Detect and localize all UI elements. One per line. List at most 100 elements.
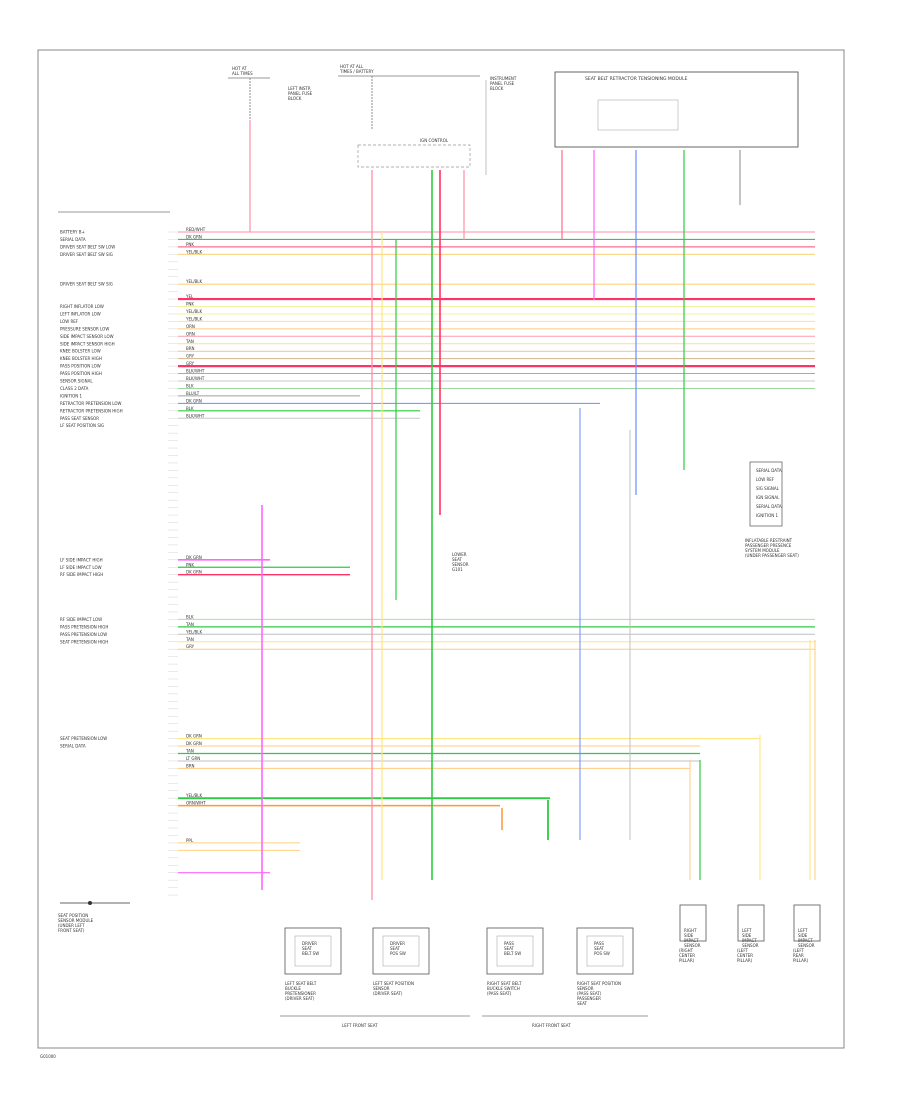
- component-title: BELT SW: [302, 951, 319, 956]
- component-caption: LEFT SEAT BELT: [285, 981, 317, 986]
- pin-label: CLASS 2 DATA: [60, 386, 89, 391]
- right-connector-label: SERIAL DATA: [756, 504, 782, 509]
- right-note: SYSTEM MODULE: [745, 548, 780, 553]
- main-module-label-line: SENSOR MODULE: [58, 918, 94, 923]
- right-note: (UNDER PASSENGER SEAT): [745, 553, 799, 558]
- wire-label: DK GRN: [186, 555, 202, 560]
- component-caption: (PASS SEAT): [487, 991, 512, 996]
- wire-label: TAN: [185, 749, 194, 754]
- component-caption: BUCKLE: [285, 986, 301, 991]
- ground-note-line: SEAT: [452, 557, 462, 562]
- component-caption: PASSENGER: [577, 996, 601, 1001]
- component-body: [679, 904, 707, 942]
- wire-label: BLU/LT: [186, 391, 200, 396]
- component-title: POS SW: [390, 951, 406, 956]
- component-body: [486, 927, 544, 975]
- pin-label: RF SIDE IMPACT LOW: [60, 617, 102, 622]
- pin-label: PASS SEAT SENSOR: [60, 416, 99, 421]
- main-module-label-line: SEAT POSITION: [58, 913, 88, 918]
- fuse-a-label: HOT AT: [232, 66, 247, 71]
- lower-group-left-label: LEFT FRONT SEAT: [342, 1023, 378, 1028]
- component-caption: REAR: [793, 953, 804, 958]
- pin-label: SEAT PRETENSION LOW: [60, 736, 107, 741]
- right-connector-label: IGNITION 1: [756, 513, 778, 518]
- component-caption: RIGHT SEAT BELT: [487, 981, 522, 986]
- component-caption: CENTER: [679, 953, 695, 958]
- pin-label: LF SIDE IMPACT LOW: [60, 565, 102, 570]
- component-body: [793, 904, 821, 942]
- pin-label: LF SEAT POSITION SIG: [60, 423, 104, 428]
- right-connector-label: SIG SIGNAL: [756, 486, 780, 491]
- pin-label: SERIAL DATA: [60, 744, 86, 749]
- component-caption: PILLAR): [679, 958, 695, 963]
- pin-label: RETRACTOR PRETENSION LOW: [60, 401, 122, 406]
- wire-label: BLK/WHT: [186, 369, 205, 374]
- fuse-b-label: TIMES / BATTERY: [339, 69, 374, 74]
- fuse-a-note: LEFT INSTR: [288, 86, 311, 91]
- pin-label: PASS POSITION LOW: [60, 364, 101, 369]
- pin-label: BATTERY B+: [60, 230, 85, 235]
- pin-label: PASS PRETENSION LOW: [60, 632, 107, 637]
- component-caption: PILLAR): [793, 958, 809, 963]
- ground-note-line: G101: [452, 567, 463, 572]
- tensioning-module-title: SEAT BELT RETRACTOR TENSIONING MODULE: [585, 76, 688, 82]
- wire-label: PNK: [186, 242, 194, 247]
- component-title: LEFT: [798, 928, 808, 933]
- pin-label: KNEE BOLSTER LOW: [60, 349, 101, 354]
- wire-label: TAN: [185, 339, 194, 344]
- wire-label: YEL/BLK: [185, 249, 203, 254]
- component-caption: (DRIVER SEAT): [373, 991, 403, 996]
- component-caption: RIGHT SEAT POSITION: [577, 981, 621, 986]
- wire-label: LT GRN: [186, 756, 200, 761]
- right-connector-label: SERIAL DATA: [756, 468, 782, 473]
- wire-label: BLK: [186, 383, 194, 388]
- component-caption: PRETENSIONER: [285, 991, 316, 996]
- wire-label: TAN: [185, 637, 194, 642]
- component-caption: (PASS SEAT): [577, 991, 602, 996]
- fuse-a-note: BLOCK: [288, 96, 302, 101]
- component-caption: CENTER: [737, 953, 753, 958]
- wire-label: ORN: [186, 324, 195, 329]
- pin-label: PRESSURE SENSOR LOW: [60, 326, 109, 331]
- main-module-label: SEAT POSITION SENSOR MODULE (UNDER LEFT …: [58, 211, 170, 933]
- fuse-b-note: PANEL FUSE: [490, 81, 515, 86]
- fuse-a-label: ALL TIMES: [232, 71, 253, 76]
- component-title: SEAT: [302, 946, 312, 951]
- component-title: PASS: [594, 941, 604, 946]
- wire-label: ORN: [186, 331, 195, 336]
- right-connector-label: LOW REF: [756, 477, 775, 482]
- tensioning-module: SEAT BELT RETRACTOR TENSIONING MODULE: [554, 71, 799, 148]
- component-caption: LEFT SEAT POSITION: [373, 981, 414, 986]
- pin-column: [168, 231, 178, 896]
- component-caption: SENSOR: [373, 986, 390, 991]
- pin-label: DRIVER SEAT BELT SW SIG: [60, 252, 113, 257]
- component-title: LEFT: [742, 928, 752, 933]
- wire-label: YEL/BLK: [185, 279, 203, 284]
- pin-label: PASS PRETENSION HIGH: [60, 624, 108, 629]
- wire-label: BRN: [186, 346, 195, 351]
- fuse-a: HOT AT ALL TIMES LEFT INSTR PANEL FUSE B…: [228, 66, 313, 120]
- component-title: SENSOR: [684, 943, 701, 948]
- component-caption: (LEFT: [793, 948, 805, 953]
- pin-label: DRIVER SEAT BELT SW LOW: [60, 244, 115, 249]
- component-title: IMPACT: [742, 938, 757, 943]
- pin-label: PASS POSITION HIGH: [60, 371, 102, 376]
- pin-label: LOW REF: [60, 319, 79, 324]
- lower-group-right: RIGHT FRONT SEAT: [482, 1015, 648, 1028]
- footer-code: G01000: [40, 1054, 56, 1059]
- fuse-b-note: INSTRUMENT: [490, 76, 517, 81]
- ground-note: LOWER SEAT SENSOR G101: [452, 552, 469, 572]
- pin-label: RIGHT INFLATOR LOW: [60, 304, 104, 309]
- component-body: [737, 904, 765, 942]
